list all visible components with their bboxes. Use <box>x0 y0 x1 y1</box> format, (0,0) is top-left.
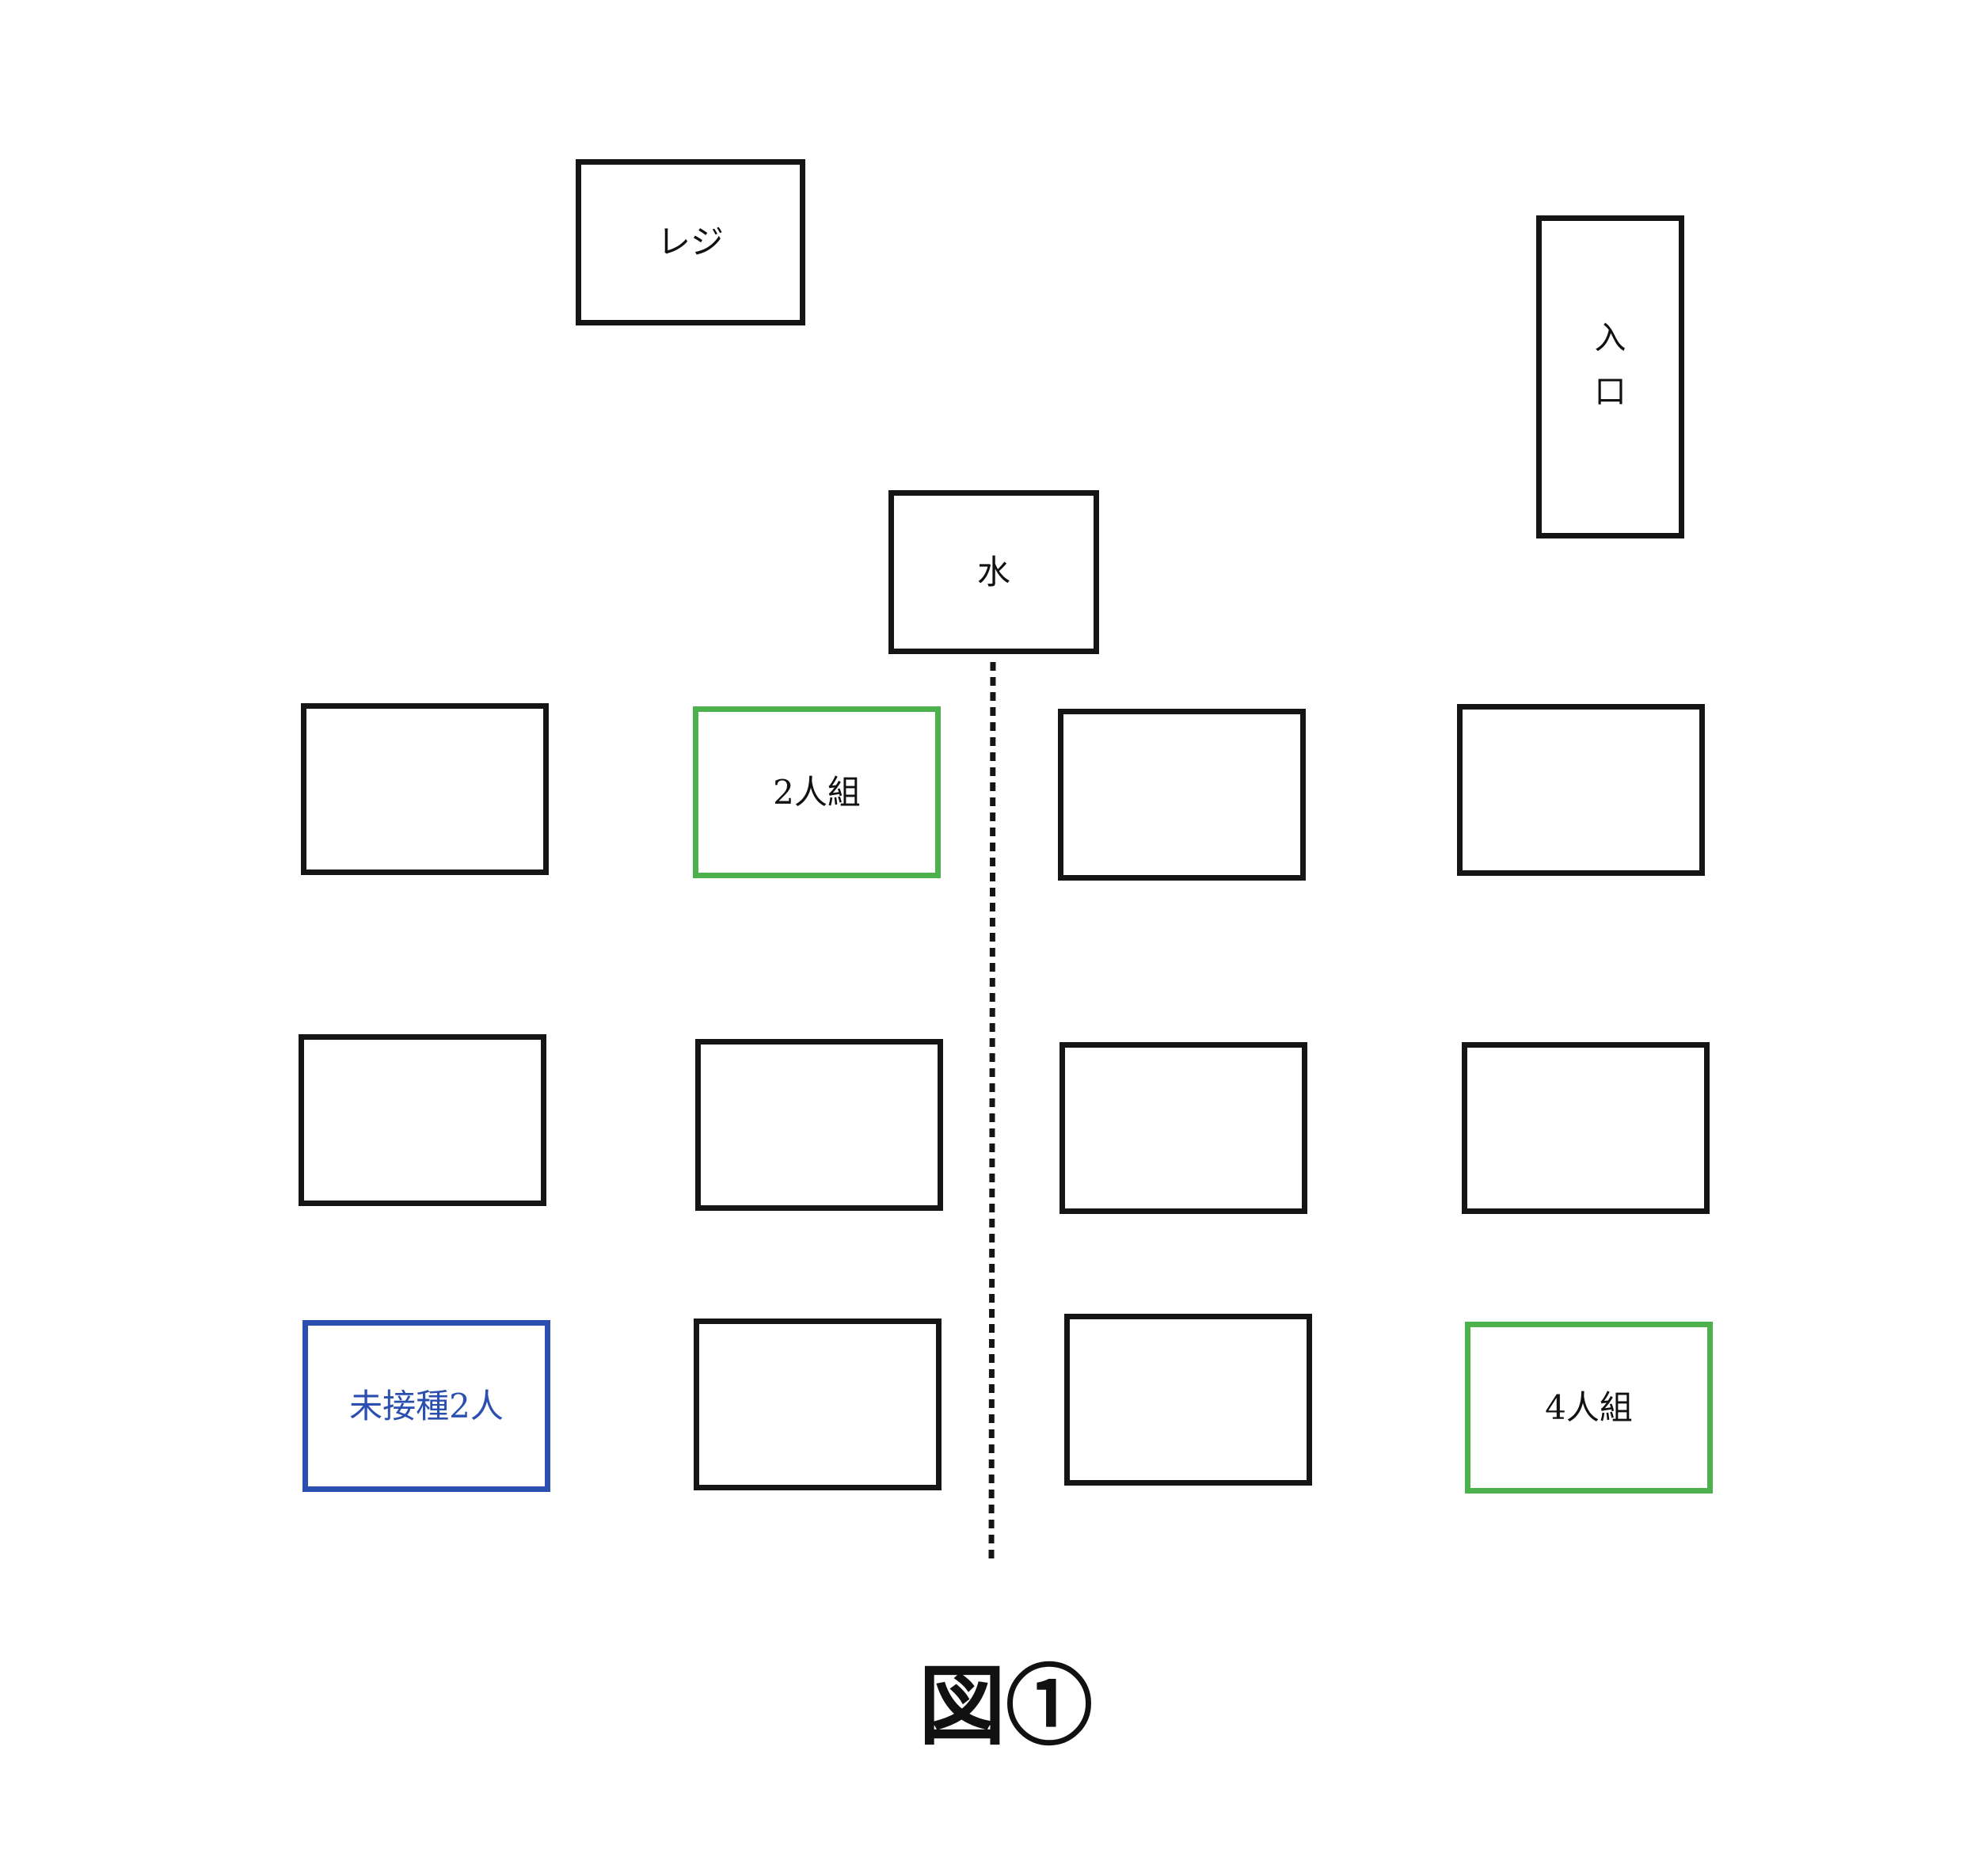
register-box: レジ <box>576 159 805 325</box>
table-r2-c4 <box>1462 1042 1710 1214</box>
water-box: 水 <box>888 490 1099 654</box>
table-unvaccinated-label: 未接種2人 <box>349 1386 504 1425</box>
table-r2-c3 <box>1059 1042 1307 1214</box>
entrance-label-char-2: 口 <box>1594 374 1626 410</box>
figure-caption: 図① <box>919 1655 1093 1757</box>
entrance-box: 入 口 <box>1536 215 1684 538</box>
table-4-person-group-label: 4人組 <box>1545 1387 1633 1427</box>
water-label: 水 <box>976 552 1010 592</box>
table-2-person-group-label: 2人組 <box>773 772 861 812</box>
table-r1-c3 <box>1058 709 1306 881</box>
entrance-label-char-1: 入 <box>1594 320 1626 356</box>
table-r2-c2 <box>695 1039 943 1211</box>
table-4-person-group: 4人組 <box>1465 1322 1713 1494</box>
entrance-label: 入 口 <box>1595 311 1626 419</box>
table-r1-c4 <box>1457 704 1705 876</box>
table-2-person-group: 2人組 <box>693 706 941 878</box>
table-unvaccinated-2-people: 未接種2人 <box>302 1320 550 1492</box>
register-label: レジ <box>656 223 724 261</box>
table-r3-c3 <box>1064 1314 1312 1486</box>
table-r1-c1 <box>301 703 549 875</box>
table-r2-c1 <box>299 1034 546 1206</box>
table-r3-c2 <box>694 1319 942 1490</box>
